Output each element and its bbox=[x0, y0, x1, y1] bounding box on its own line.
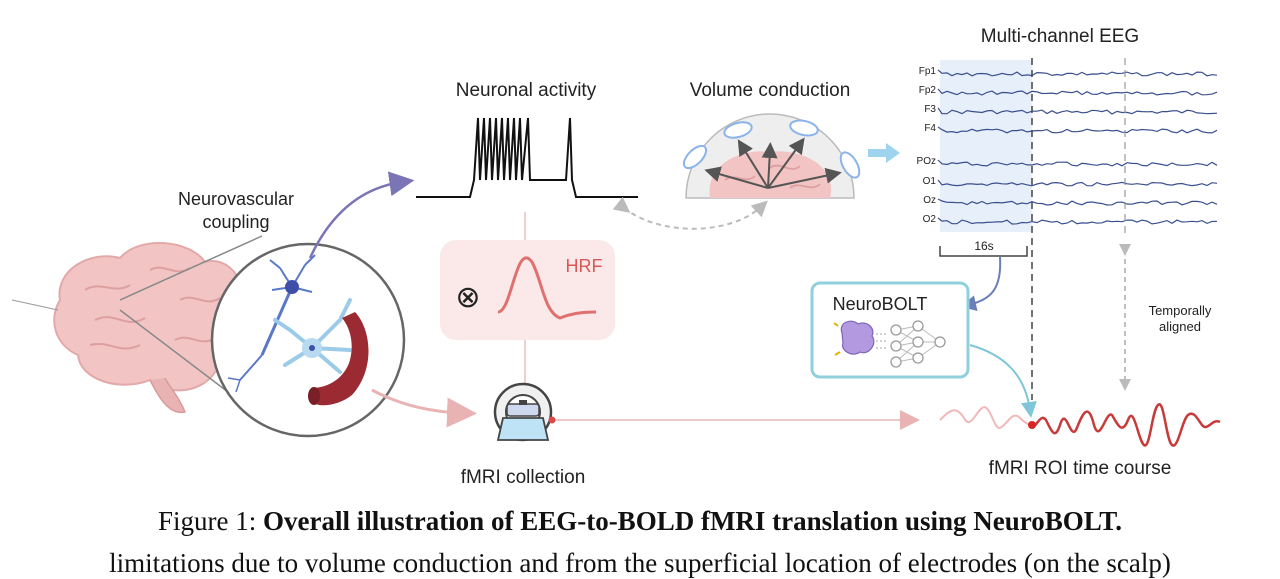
astrocyte-icon bbox=[273, 298, 352, 374]
neurovascular-label-1: Neurovascular bbox=[178, 189, 294, 209]
eeg-channel-label: Fp1 bbox=[919, 66, 937, 77]
caption-title: Overall illustration of EEG-to-BOLD fMRI… bbox=[262, 506, 1123, 536]
eeg-channel-label: F3 bbox=[924, 104, 936, 115]
eeg-channel-label: Oz bbox=[923, 195, 936, 206]
spike-train bbox=[416, 117, 638, 198]
hrf-label: HRF bbox=[566, 256, 603, 276]
eeg-trace bbox=[937, 69, 1218, 77]
roi-time-course-label: fMRI ROI time course bbox=[989, 458, 1172, 479]
convolution-icon: ⊗ bbox=[455, 281, 480, 314]
blood-vessel-icon bbox=[308, 312, 369, 406]
body-text: limitations due to volume conduction and… bbox=[109, 548, 1171, 578]
eeg-trace bbox=[937, 198, 1218, 206]
eeg-channel-label: POz bbox=[917, 156, 936, 167]
eeg-channel-label: Fp2 bbox=[919, 85, 937, 96]
temporally-label-1: Temporally bbox=[1149, 303, 1212, 318]
scalp-electrodes-icon bbox=[682, 113, 861, 199]
eeg-channel-label: F4 bbox=[924, 123, 936, 134]
eeg-trace bbox=[937, 179, 1218, 187]
roi-trace-faded bbox=[939, 406, 1033, 429]
hrf-curve bbox=[497, 256, 597, 320]
multichannel-eeg-label: Multi-channel EEG bbox=[981, 26, 1139, 47]
eeg-channel-label: O1 bbox=[923, 176, 937, 187]
eeg-trace bbox=[937, 107, 1218, 115]
caption-prefix: Figure 1: bbox=[157, 506, 263, 536]
roi-trace bbox=[1031, 403, 1221, 447]
neuronal-activity-label: Neuronal activity bbox=[456, 80, 597, 101]
mri-scanner-icon bbox=[493, 382, 553, 442]
fmri-collection-label: fMRI collection bbox=[461, 467, 586, 488]
eeg-trace bbox=[937, 126, 1218, 134]
neurobolt-figure: Neurovascular coupling Neuronal activity… bbox=[11, 26, 1221, 488]
neurovascular-zoom-circle bbox=[210, 242, 406, 438]
eeg-trace bbox=[937, 88, 1218, 96]
figure-caption: Figure 1: Overall illustration of EEG-to… bbox=[0, 506, 1280, 537]
eeg-window-highlight bbox=[940, 60, 1032, 232]
eeg-trace bbox=[937, 217, 1218, 225]
eeg-channel-label: O2 bbox=[923, 214, 937, 225]
neurovascular-label-2: coupling bbox=[202, 212, 269, 232]
window-length-label: 16s bbox=[974, 239, 993, 253]
roi-current-point bbox=[1028, 421, 1036, 429]
temporally-label-2: aligned bbox=[1159, 319, 1201, 334]
volume-conduction-label: Volume conduction bbox=[690, 80, 851, 101]
eeg-brain-input-icon bbox=[833, 320, 888, 356]
neurobolt-label: NeuroBOLT bbox=[833, 294, 928, 314]
neural-network-icon bbox=[890, 320, 946, 368]
eeg-trace bbox=[937, 159, 1218, 167]
